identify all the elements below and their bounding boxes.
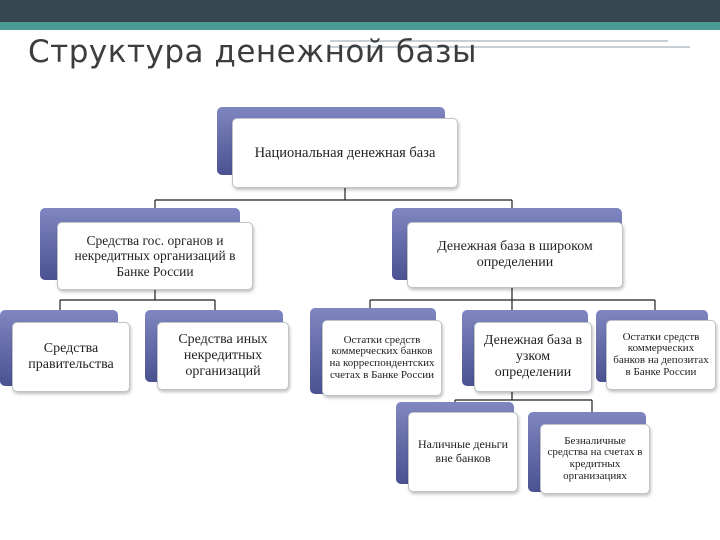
header-bar bbox=[0, 0, 720, 22]
node-narrow-base-label: Денежная база в узком определении bbox=[474, 322, 592, 392]
node-correspondent-balances-label: Остатки средств коммерческих банков на к… bbox=[322, 320, 442, 396]
node-deposit-balances-label: Остатки средств коммерческих банков на д… bbox=[606, 320, 716, 390]
node-national-base-label: Национальная денежная база bbox=[232, 118, 458, 188]
node-gov-funds-label: Средства гос. органов и некредитных орга… bbox=[57, 222, 253, 290]
node-government-funds-label: Средства правительства bbox=[12, 322, 130, 392]
node-noncash-in-credit-orgs-label: Безналичные средства на счетах в кредитн… bbox=[540, 424, 650, 494]
node-other-noncredit-funds-label: Средства иных некредитных организаций bbox=[157, 322, 289, 390]
header-accent-bar bbox=[0, 22, 720, 30]
decorative-line bbox=[330, 40, 668, 42]
decorative-line bbox=[330, 46, 690, 48]
slide-title: Структура денежной базы bbox=[28, 34, 477, 70]
node-cash-outside-banks-label: Наличные деньги вне банков bbox=[408, 412, 518, 492]
node-broad-base-label: Денежная база в широком определении bbox=[407, 222, 623, 288]
